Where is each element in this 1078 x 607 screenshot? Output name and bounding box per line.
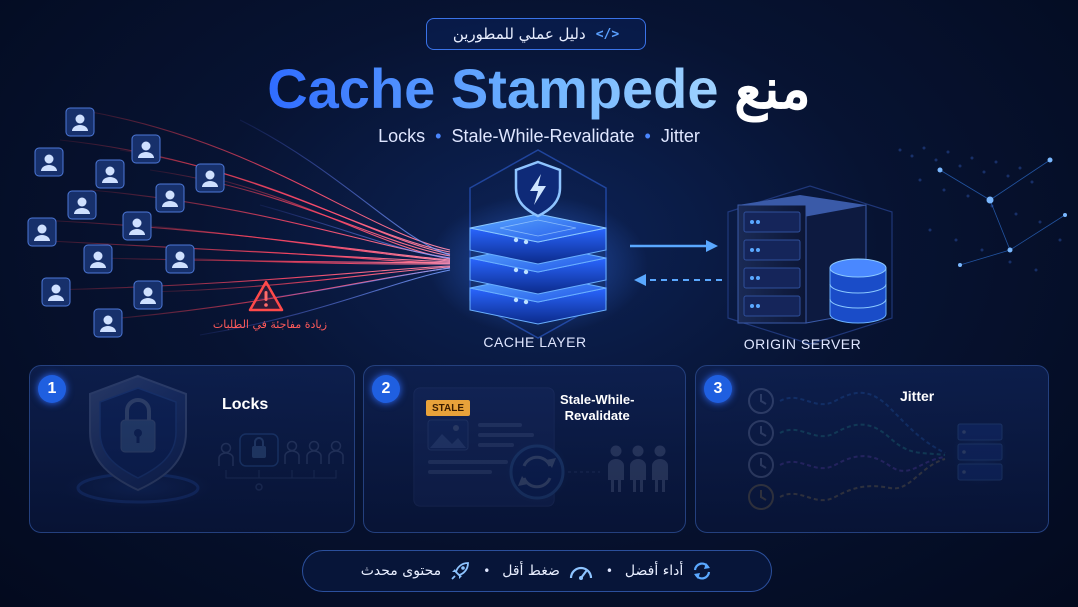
database-icon bbox=[829, 258, 887, 324]
rocket-icon bbox=[449, 560, 471, 582]
benefit-item: محتوى محدث bbox=[361, 560, 471, 582]
cache-slab bbox=[469, 213, 607, 265]
card-number: 3 bbox=[704, 375, 732, 403]
user-icon bbox=[133, 280, 163, 310]
user-icon bbox=[65, 107, 95, 137]
code-icon: </> bbox=[595, 26, 620, 42]
card-title: Locks bbox=[222, 396, 269, 413]
card-number: 1 bbox=[38, 375, 66, 403]
benefit-label: ضغط أقل bbox=[502, 563, 560, 579]
user-icon bbox=[41, 277, 71, 307]
user-icon bbox=[83, 244, 113, 274]
surge-label: زيادة مفاجئة في الطلبات bbox=[212, 318, 328, 331]
page-title: Cache Stampede منع bbox=[0, 54, 1078, 124]
badge-text: دليل عملي للمطورين bbox=[452, 25, 586, 43]
user-icon bbox=[122, 211, 152, 241]
benefits-footer: أداء أفضل • ضغط أقل • محتوى محدث bbox=[302, 550, 772, 592]
subtitle-item: Stale-While-Revalidate bbox=[451, 126, 635, 146]
network-lines-decoration bbox=[939, 159, 1066, 266]
user-icon bbox=[93, 308, 123, 338]
stale-tag: STALE bbox=[426, 400, 470, 416]
benefit-item: ضغط أقل bbox=[502, 561, 594, 581]
origin-server bbox=[727, 185, 893, 345]
shield-lightning-icon bbox=[514, 160, 562, 218]
separator-dot: • bbox=[644, 126, 651, 146]
title-english: Cache Stampede bbox=[267, 57, 719, 120]
origin-server-label: ORIGIN SERVER bbox=[743, 336, 862, 352]
card-title: Stale-While- Revalidate bbox=[560, 392, 634, 424]
card-jitter: 3 Jitter bbox=[695, 365, 1049, 533]
user-icon bbox=[67, 190, 97, 220]
gauge-icon bbox=[568, 561, 594, 581]
card-title-line: Stale-While- bbox=[560, 392, 635, 407]
user-icon bbox=[27, 217, 57, 247]
subtitle-item: Jitter bbox=[660, 126, 700, 146]
benefit-label: محتوى محدث bbox=[360, 563, 442, 579]
user-icon bbox=[165, 244, 195, 274]
card-locks: 1 Locks bbox=[29, 365, 355, 533]
subtitle: Locks • Stale-While-Revalidate • Jitter bbox=[0, 126, 1078, 147]
guide-badge: دليل عملي للمطورين </> bbox=[426, 18, 646, 50]
cache-layer bbox=[428, 149, 648, 339]
refresh-icon bbox=[691, 560, 713, 582]
cache-layer-label: CACHE LAYER bbox=[483, 334, 587, 350]
request-arrow bbox=[630, 240, 718, 252]
separator-dot: • bbox=[605, 564, 613, 578]
benefit-label: أداء أفضل bbox=[624, 563, 684, 579]
user-icon bbox=[155, 183, 185, 213]
user-icon bbox=[95, 159, 125, 189]
title-arabic: منع bbox=[734, 57, 811, 120]
world-map-decoration bbox=[898, 146, 1062, 272]
user-icons bbox=[27, 107, 225, 338]
card-title-line: Revalidate bbox=[564, 408, 630, 423]
card-title: Jitter bbox=[900, 388, 935, 404]
separator-dot: • bbox=[435, 126, 442, 146]
warning-icon bbox=[248, 280, 284, 312]
user-icon bbox=[131, 134, 161, 164]
user-icon bbox=[195, 163, 225, 193]
card-stale-while-revalidate: 2 Stale-While- Revalidate STALE bbox=[363, 365, 686, 533]
subtitle-item: Locks bbox=[378, 126, 426, 146]
server-rack bbox=[737, 195, 867, 324]
benefit-item: أداء أفضل bbox=[625, 560, 713, 582]
network-nodes-decoration bbox=[937, 157, 1067, 267]
card-number: 2 bbox=[372, 375, 400, 403]
response-arrow bbox=[634, 274, 722, 286]
user-icon bbox=[34, 147, 64, 177]
request-rays bbox=[29, 109, 451, 336]
separator-dot: • bbox=[483, 564, 491, 578]
